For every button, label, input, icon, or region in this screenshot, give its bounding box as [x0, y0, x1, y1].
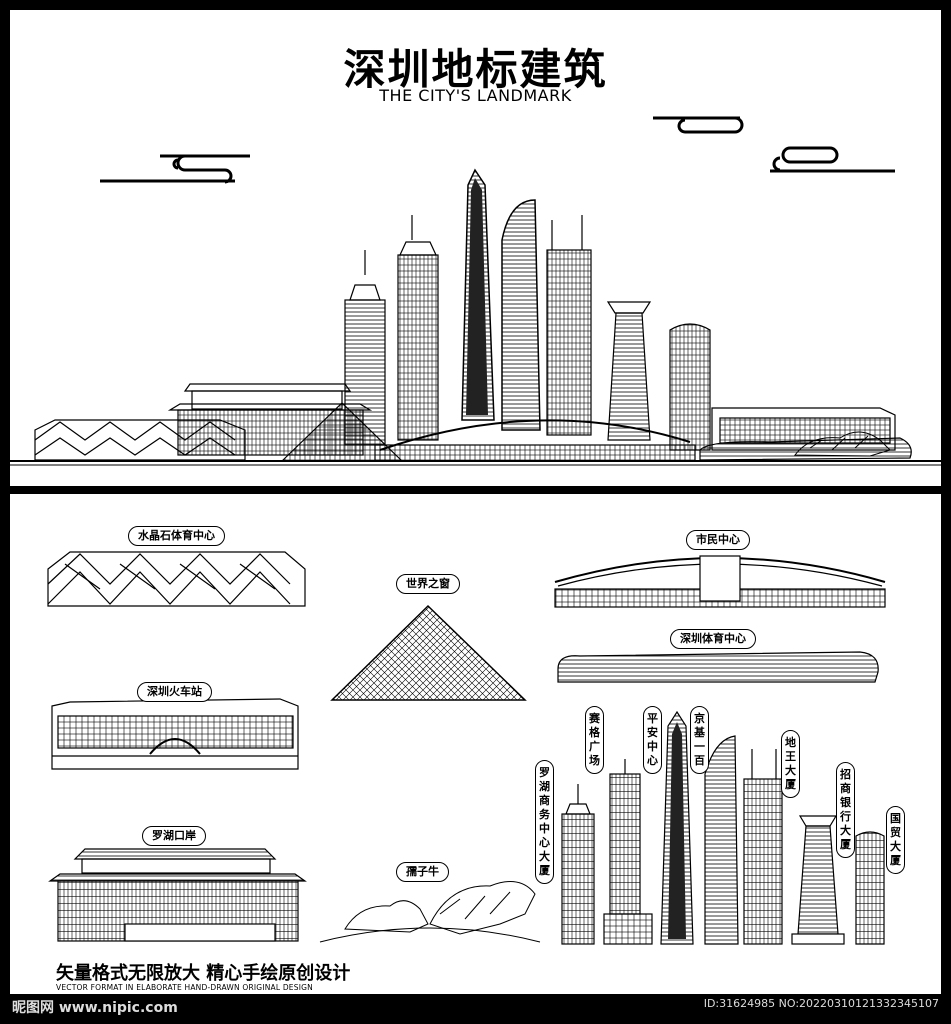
- cloud-icon-left: [100, 154, 250, 184]
- ping-an-skyline: [461, 168, 495, 421]
- label-ruziniu-bull: 孺子牛: [396, 862, 449, 882]
- label-diwang: 地王大厦: [781, 730, 800, 798]
- diwang-skyline: [397, 215, 439, 441]
- civic-center-skyline: [374, 419, 696, 462]
- pyramid-drawing: [330, 604, 527, 701]
- label-ping-an: 平安中心: [643, 706, 662, 774]
- tower-skyline: [546, 215, 592, 436]
- skyline-panel: 深圳地标建筑 THE CITY'S LANDMARK: [10, 10, 941, 486]
- label-merchants-bank: 招商银行大厦: [836, 762, 855, 858]
- cloud-icon-right: [653, 116, 895, 173]
- sports-center-skyline: [699, 437, 912, 461]
- page-title: 深圳地标建筑: [343, 45, 608, 94]
- label-kingkey: 京基一百: [690, 706, 709, 774]
- label-railway-station: 深圳火车站: [137, 682, 212, 702]
- tower-lineup-drawing: [561, 710, 885, 945]
- label-guomao: 国贸大厦: [886, 806, 905, 874]
- catalog-panel: 水晶石体育中心 世界之窗 市民中心 深圳体育中心 深圳火车站 罗湖口岸 孺子牛 …: [10, 494, 941, 994]
- bull-sculpture-drawing: [319, 881, 541, 943]
- skyline-illustration: [10, 116, 941, 466]
- seg-plaza-skyline: [344, 250, 386, 446]
- label-luohu-commercial: 罗湖商务中心大厦: [535, 760, 554, 884]
- crystal-stadium-drawing: [47, 551, 306, 607]
- slogan-text: 矢量格式无限放大 精心手绘原创设计: [56, 963, 351, 984]
- label-window-of-world: 世界之窗: [396, 574, 460, 594]
- catalog-illustration: [47, 551, 886, 945]
- slogan-english-text: VECTOR FORMAT IN ELABORATE HAND-DRAWN OR…: [56, 983, 313, 992]
- bull-sculpture-skyline: [794, 431, 891, 457]
- label-seg-plaza: 赛格广场: [585, 706, 604, 774]
- railway-station-drawing: [51, 698, 299, 770]
- label-crystal-stadium: 水晶石体育中心: [128, 526, 225, 546]
- page-subtitle: THE CITY'S LANDMARK: [379, 86, 572, 105]
- trade-center-skyline: [669, 323, 711, 451]
- civic-center-drawing: [554, 555, 886, 608]
- watermark-left: 昵图网 www.nipic.com: [12, 1000, 178, 1016]
- label-civic-center: 市民中心: [686, 530, 750, 550]
- label-luohu-port: 罗湖口岸: [142, 826, 206, 846]
- kingkey-skyline: [501, 199, 541, 431]
- merchants-skyline: [606, 301, 652, 441]
- label-sports-center: 深圳体育中心: [670, 629, 756, 649]
- watermark-right: ID:31624985 NO:20220310121332345107: [703, 997, 939, 1010]
- luohu-port-drawing: [48, 848, 307, 942]
- sports-center-drawing: [557, 651, 879, 683]
